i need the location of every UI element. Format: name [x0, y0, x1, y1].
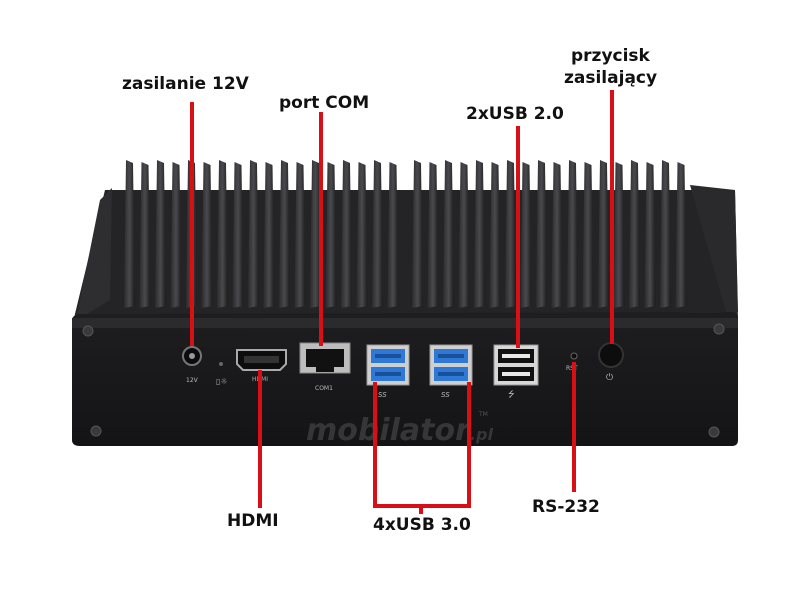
- heatsink-fin: [372, 160, 383, 308]
- dc-jack-marking: 12V: [186, 377, 199, 384]
- label-power-button-line2: zasilający: [564, 68, 658, 88]
- heatsink-fin: [217, 160, 228, 308]
- screws: [82, 323, 725, 438]
- heatsink-fins: [124, 160, 687, 308]
- heatsink-fin: [443, 160, 454, 308]
- heatsink-fin: [325, 162, 337, 308]
- line-usb2: [516, 126, 520, 348]
- heatsink-fin: [458, 162, 470, 308]
- label-hdmi: HDMI: [227, 511, 279, 531]
- heatsink-fin: [412, 160, 423, 308]
- line-rs232: [572, 362, 576, 492]
- usb2-symbol: ⭍: [508, 390, 515, 399]
- heatsink-fin: [341, 160, 352, 308]
- heatsink-fin: [139, 162, 151, 308]
- watermark-logo: mobilator.pl: [306, 413, 493, 448]
- label-power-button-line1: przycisk: [571, 46, 650, 66]
- usb3-symbol-left: SS: [378, 391, 387, 399]
- heatsink-fin: [474, 160, 485, 308]
- heatsink-fin: [248, 160, 259, 308]
- heatsink-fin: [310, 160, 321, 308]
- usb3-pair-right: SS: [429, 344, 473, 399]
- reset-button: RST: [566, 352, 578, 372]
- front-panel-edge: [72, 318, 738, 328]
- usb3-pair-left: SS: [366, 344, 410, 399]
- heatsink-fin: [170, 162, 182, 308]
- heatsink-fin: [387, 162, 399, 308]
- screw-bottom-right: [708, 426, 720, 438]
- heatsink-fin: [551, 162, 563, 308]
- led-icons: ▯☼: [216, 377, 228, 386]
- line-usb3-left: [373, 382, 377, 508]
- heatsink-fin: [613, 162, 625, 308]
- reset-marking: RST: [566, 365, 578, 372]
- right-chamfer: [690, 185, 738, 326]
- heatsink-fin: [124, 160, 135, 308]
- heatsink-fin: [155, 160, 166, 308]
- screw-top-right: [713, 323, 725, 335]
- line-hdmi: [258, 370, 262, 508]
- label-power-12v: zasilanie 12V: [122, 74, 249, 94]
- com-marking: COM1: [315, 385, 333, 392]
- heatsink-fin: [294, 162, 306, 308]
- heatsink-fin: [598, 160, 609, 308]
- annotation-lines: [190, 90, 614, 514]
- heatsink-fin: [489, 162, 501, 308]
- line-power-12v: [190, 102, 194, 346]
- usb2-pair: ⭍: [493, 344, 539, 399]
- heatsink-fin: [263, 162, 275, 308]
- dc-jack: 12V: [182, 346, 202, 384]
- line-usb3-stem: [419, 504, 423, 514]
- heatsink-fin: [520, 162, 532, 308]
- heatsink-fin: [536, 160, 547, 308]
- label-usb3: 4xUSB 3.0: [373, 515, 471, 535]
- screw-top-left: [82, 325, 94, 337]
- heatsink-fin: [427, 162, 439, 308]
- line-usb3-right: [467, 382, 471, 508]
- heatsink-fin: [279, 160, 290, 308]
- heatsink-fin: [567, 160, 578, 308]
- label-usb2: 2xUSB 2.0: [466, 104, 564, 124]
- heatsink-fin: [644, 162, 656, 308]
- line-com: [319, 112, 323, 346]
- heatsink-fin: [356, 162, 368, 308]
- com-port: COM1: [299, 342, 351, 392]
- heatsink-fin: [201, 162, 213, 308]
- watermark-trademark: TM: [478, 411, 488, 418]
- screw-bottom-left: [90, 425, 102, 437]
- heatsink-fin: [232, 162, 244, 308]
- heatsink-fin: [505, 160, 516, 308]
- usb3-symbol-right: SS: [441, 391, 450, 399]
- led-indicator: [219, 362, 223, 366]
- label-rs232: RS-232: [532, 497, 600, 517]
- heatsink-fin: [675, 162, 687, 308]
- label-com-port: port COM: [279, 93, 370, 113]
- left-chamfer: [74, 188, 112, 330]
- power-symbol-icon: ⏻: [606, 372, 613, 383]
- line-power-button: [610, 90, 614, 344]
- heatsink-fin: [582, 162, 594, 308]
- heatsink-fin: [660, 160, 671, 308]
- heatsink-fin: [629, 160, 640, 308]
